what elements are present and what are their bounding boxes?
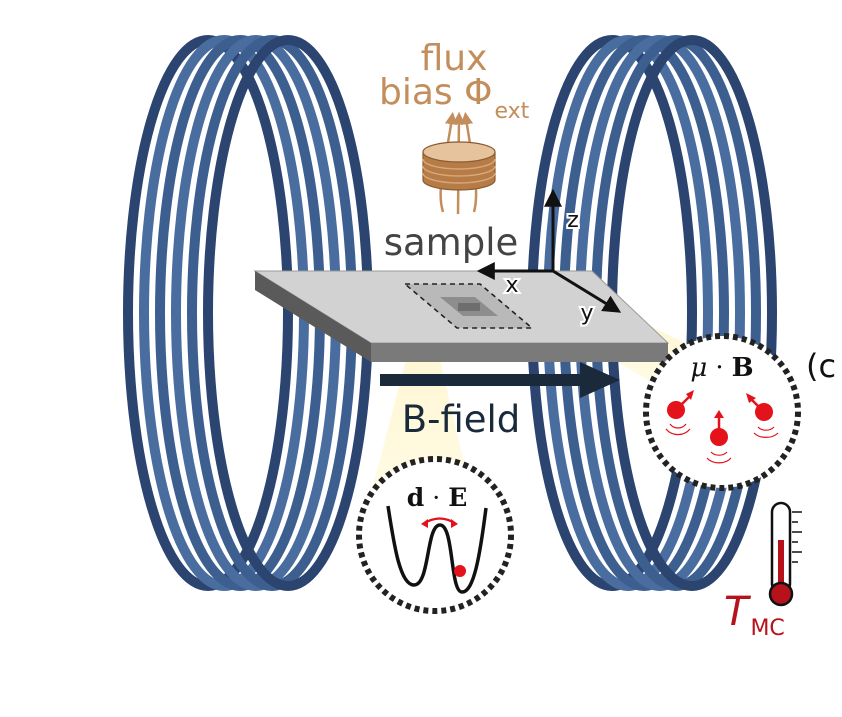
electric-inset [356,456,514,614]
magnetic-inset [643,333,801,491]
magnetic-label-dot: · [715,353,723,383]
bfield-label: B-field [402,398,521,441]
sample-label: sample [384,221,519,264]
flux-label-line2: bias Φext [379,72,530,124]
electric-label-right: E [448,483,467,512]
flux-label-main: bias Φ [379,72,492,113]
axis-x-label: x [505,273,518,298]
magnetic-label-right: B [732,353,754,383]
electric-label-left: d [407,483,424,512]
thermometer-icon [768,501,802,607]
axis-z-label: z [567,208,579,233]
coordinate-axes [476,188,622,313]
flux-label-line1: flux [421,38,488,79]
magnetic-label-left: μ [690,353,707,383]
electric-label: d · E [407,483,468,512]
temperature-symbol: T [724,589,752,635]
temperature-sub: MC [750,616,784,641]
flux-label-sub: ext [494,99,529,124]
magnetic-label: μ · B [690,353,753,383]
bfield-arrow [380,362,620,398]
flux-coil [422,111,496,215]
axis-y-label: y [580,301,593,326]
electric-label-dot: · [432,483,440,512]
electric-beam [372,325,470,490]
temperature-label: TMC [724,589,785,641]
magnetic-edge-text: (c [806,347,836,385]
spin-1 [665,390,694,436]
spin-3 [746,393,779,438]
spin-2 [706,410,732,464]
sample-slab [253,270,670,362]
